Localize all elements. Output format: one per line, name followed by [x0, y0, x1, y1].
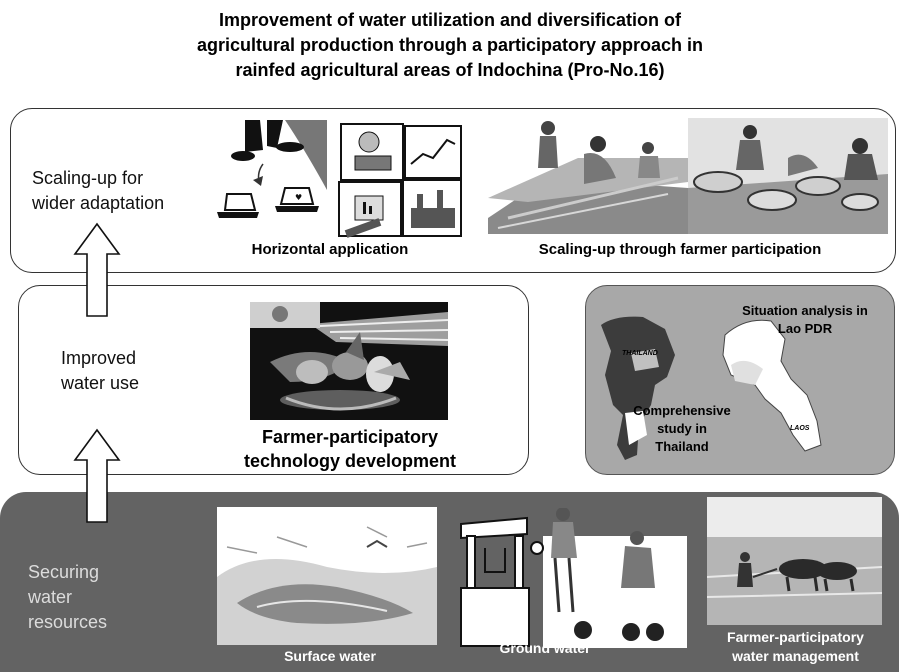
svg-text:♥: ♥ [295, 193, 302, 202]
technology-development-picture [250, 302, 448, 420]
farmer-participation-photo [488, 118, 888, 234]
caption-ground-water: Ground water [499, 640, 591, 656]
water-management-photo [707, 497, 882, 625]
caption-lao-situation-analysis: Situation analysis in Lao PDR [742, 303, 868, 336]
thailand-laos-map [601, 316, 822, 460]
caption-horizontal-application: Horizontal application [251, 241, 409, 258]
surface-water-illustration [217, 507, 437, 645]
horizontal-application-illustration: ♥ [217, 120, 462, 238]
ground-water-illustration [460, 508, 687, 648]
up-arrow-icon [73, 222, 121, 317]
stage-label-improved: Improved water use [61, 348, 140, 393]
diagram-title: Improvement of water utilization and div… [100, 8, 800, 83]
map-label-laos: LAOS [790, 425, 810, 432]
caption-thailand-comprehensive-study: Comprehensive study in Thailand [633, 403, 731, 454]
stage-label-securing: Securing water resources [28, 562, 108, 632]
title-line-1: Improvement of water utilization and div… [218, 10, 682, 30]
map-label-thailand: THAILAND [622, 350, 658, 357]
title-line-2: agricultural production through a partic… [196, 35, 704, 55]
stage-label-scaling: Scaling-up for wider adaptation [32, 168, 165, 213]
caption-farmer-participatory-water-management: Farmer-participatory water management [727, 629, 864, 664]
caption-scaling-through-participation: Scaling-up through farmer participation [538, 241, 822, 258]
up-arrow-icon [73, 428, 121, 523]
caption-surface-water: Surface water [284, 648, 376, 664]
caption-farmer-participatory-technology: Farmer-participatory technology developm… [243, 427, 457, 471]
title-line-3: rainfed agricultural areas of Indochina … [235, 60, 665, 80]
